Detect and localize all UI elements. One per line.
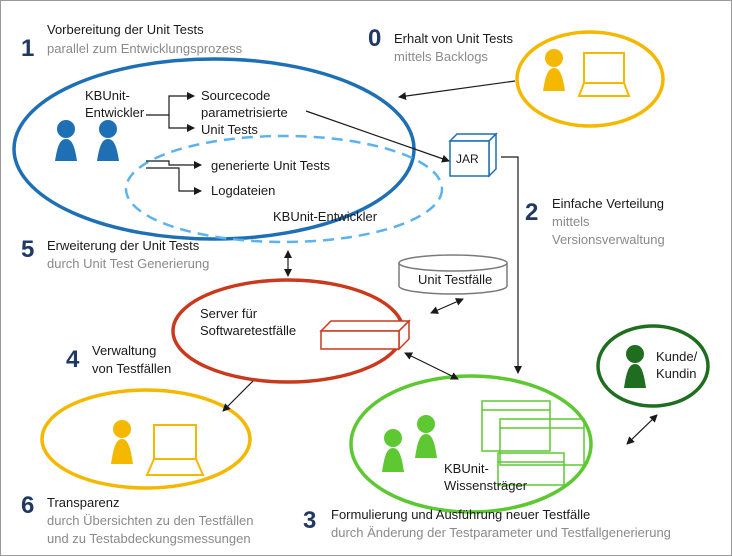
step-2-title: Einfache Verteilung (552, 196, 664, 211)
database-label: Unit Testfälle (418, 272, 492, 287)
step-6-subtitle-line-2: und zu Testabdeckungsmessungen (47, 531, 251, 546)
step-0-number: 0 (368, 25, 381, 52)
arrow-database-server (430, 298, 464, 314)
arrow-to-unit-tests (168, 115, 195, 132)
backlog-person-icon (543, 49, 565, 91)
step-3-number: 3 (303, 507, 316, 534)
arrow-to-generated-tests (146, 160, 202, 169)
test-forms-icon (481, 400, 585, 486)
transparency-ellipse (40, 388, 252, 490)
generated-tests-label: generierte Unit Tests (211, 158, 330, 173)
knowledge-ellipse (349, 374, 593, 514)
unit-tests-label: Unit Tests (201, 122, 258, 137)
arrow-knowledge-customer (626, 414, 658, 445)
sourcecode-label: Sourcecode (201, 88, 270, 103)
arrow-to-sourcecode (146, 92, 195, 116)
knowledge-label-line-1: KBUnit- (444, 461, 489, 476)
step-4-title-line-2: von Testfällen (92, 361, 171, 376)
step-5-number: 5 (21, 236, 34, 263)
step-2-subtitle-line-1: mittels (552, 214, 590, 229)
step-2-subtitle-line-2: Versionsverwaltung (552, 232, 665, 247)
server-box-icon (319, 319, 411, 351)
dashed-ellipse-label: KBUnit-Entwickler (273, 209, 378, 224)
arrow-backlog-to-developer (398, 80, 516, 101)
step-4-number: 4 (66, 346, 80, 373)
customer-person-icon (624, 345, 646, 388)
step-6-subtitle-line-1: durch Übersichten zu den Testfällen (47, 513, 253, 528)
developer-person-icon (55, 120, 77, 161)
step-3-title: Formulierung und Ausführung neuer Testfä… (331, 507, 590, 522)
step-1-subtitle: parallel zum Entwicklungsprozess (47, 41, 243, 56)
database-icon (398, 254, 508, 295)
arrow-server-to-transparency (222, 380, 254, 412)
step-5-subtitle: durch Unit Test Generierung (47, 256, 209, 271)
backlog-laptop-icon (577, 52, 631, 97)
step-6-number: 6 (21, 492, 34, 519)
developer-role-line-1: KBUnit- (85, 88, 130, 103)
logfiles-label: Logdateien (211, 183, 275, 198)
arrow-to-logfiles (146, 167, 202, 195)
transparency-laptop-icon (145, 424, 205, 476)
knowledge-label-line-2: Wissensträger (444, 478, 528, 493)
developer-person-icon (97, 120, 119, 161)
step-3-subtitle: durch Änderung der Testparameter und Tes… (331, 525, 671, 540)
step-1-number: 1 (21, 35, 34, 62)
developer-role-line-2: Entwickler (85, 105, 145, 120)
knowledge-person-icon (415, 415, 437, 458)
backlog-ellipse (515, 30, 665, 128)
customer-label-line-1: Kunde/ (656, 349, 698, 364)
step-0-title: Erhalt von Unit Tests (394, 31, 513, 46)
step-6-title: Transparenz (47, 495, 120, 510)
step-0-subtitle: mittels Backlogs (394, 49, 488, 64)
generator-dashed-ellipse (124, 134, 444, 244)
jar-box-icon (448, 132, 498, 178)
jar-label: JAR (456, 152, 479, 166)
step-2-number: 2 (525, 199, 538, 226)
arrow-server-knowledge (404, 352, 459, 380)
server-label-line-2: Softwaretestfälle (200, 323, 296, 338)
customer-label-line-2: Kundin (656, 366, 696, 381)
server-label-line-1: Server für (200, 306, 258, 321)
arrow-to-jar (305, 110, 450, 163)
parametrized-label: parametrisierte (201, 105, 288, 120)
knowledge-person-icon (382, 429, 404, 472)
transparency-person-icon (111, 420, 133, 464)
arrow-jar-to-knowledge (501, 156, 522, 374)
step-1-title: Vorbereitung der Unit Tests (47, 22, 204, 37)
customer-ellipse (596, 324, 710, 408)
step-5-title: Erweiterung der Unit Tests (47, 238, 200, 253)
step-4-title-line-1: Verwaltung (92, 343, 156, 358)
